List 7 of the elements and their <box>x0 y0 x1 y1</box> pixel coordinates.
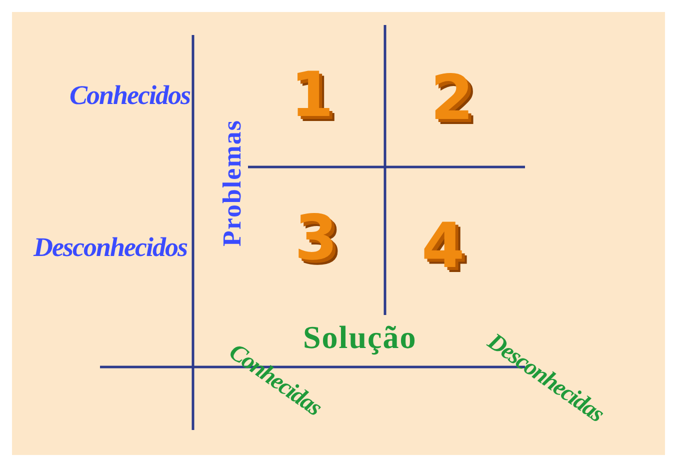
quadrant-number: 2 <box>430 67 474 129</box>
quadrant-number: 4 <box>422 215 465 277</box>
row-header: Desconhecidos <box>34 234 187 260</box>
quadrant-number: 1 <box>290 64 334 126</box>
quadrant-number: 3 <box>294 207 338 269</box>
axis-title: Problemas <box>218 120 245 246</box>
row-header: Conhecidos <box>70 82 190 108</box>
